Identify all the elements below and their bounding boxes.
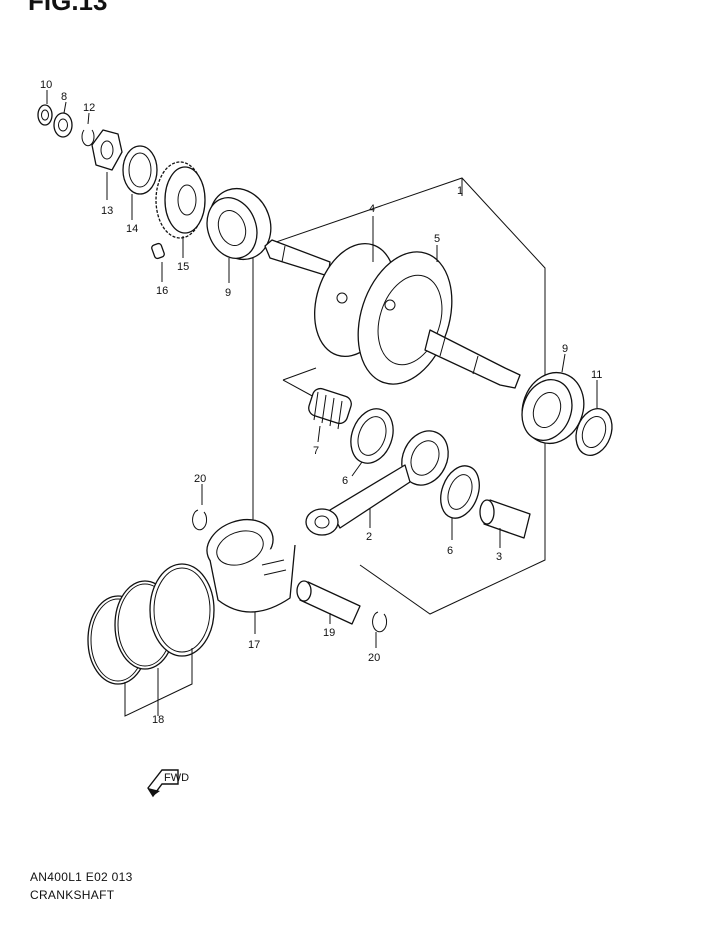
callout-19: 19 <box>323 627 335 639</box>
part-10-seal <box>37 90 53 126</box>
part-20-circlip-upper <box>192 484 208 531</box>
part-4-5-crankshaft <box>264 216 521 389</box>
part-9-bearing-right <box>521 353 585 445</box>
callout-6-lower: 6 <box>447 545 453 557</box>
callout-1: 1 <box>457 185 463 197</box>
callout-10: 10 <box>40 79 52 91</box>
part-12-circlip <box>81 112 95 147</box>
callout-18: 18 <box>152 714 164 726</box>
part-11-seal <box>575 380 613 456</box>
callout-6-upper: 6 <box>342 475 348 487</box>
part-6-washer-upper <box>350 408 394 477</box>
assembly-bracket-1 <box>252 177 546 615</box>
fwd-direction-arrow: FWD <box>147 769 189 798</box>
callout-16: 16 <box>156 285 168 297</box>
section-name: CRANKSHAFT <box>30 888 115 902</box>
figure-title: FIG.13 <box>28 0 108 16</box>
model-code: AN400L1 E02 013 <box>30 870 133 884</box>
part-13-nut <box>91 129 123 200</box>
callout-13: 13 <box>101 205 113 217</box>
fwd-label: FWD <box>164 772 189 784</box>
callout-20-lower: 20 <box>368 652 380 664</box>
callout-7: 7 <box>313 445 319 457</box>
callout-8: 8 <box>61 91 67 103</box>
part-17-piston <box>206 518 296 634</box>
callout-14: 14 <box>126 223 138 235</box>
callout-17: 17 <box>248 639 260 651</box>
callout-4: 4 <box>369 203 375 215</box>
callout-2: 2 <box>366 531 372 543</box>
callout-9-right: 9 <box>562 343 568 355</box>
part-7-needle-bearing <box>308 387 352 443</box>
part-8-bearing <box>53 101 73 138</box>
callout-20-upper: 20 <box>194 473 206 485</box>
part-20-circlip-lower <box>372 611 388 648</box>
part-19-piston-pin <box>296 580 361 625</box>
callout-12: 12 <box>83 102 95 114</box>
part-16-key <box>151 242 165 282</box>
part-3-crank-pin <box>479 499 531 548</box>
callout-11: 11 <box>591 369 602 381</box>
callout-9-left: 9 <box>225 287 231 299</box>
callout-5: 5 <box>434 233 440 245</box>
part-18-piston-rings <box>87 563 215 717</box>
part-2-connecting-rod <box>305 430 449 536</box>
part-6-washer-lower <box>440 465 480 540</box>
callout-15: 15 <box>177 261 189 273</box>
part-15-gear <box>155 161 206 258</box>
callout-3: 3 <box>496 551 502 563</box>
part-9-bearing-left <box>206 187 272 283</box>
part-14-washer <box>122 145 158 220</box>
